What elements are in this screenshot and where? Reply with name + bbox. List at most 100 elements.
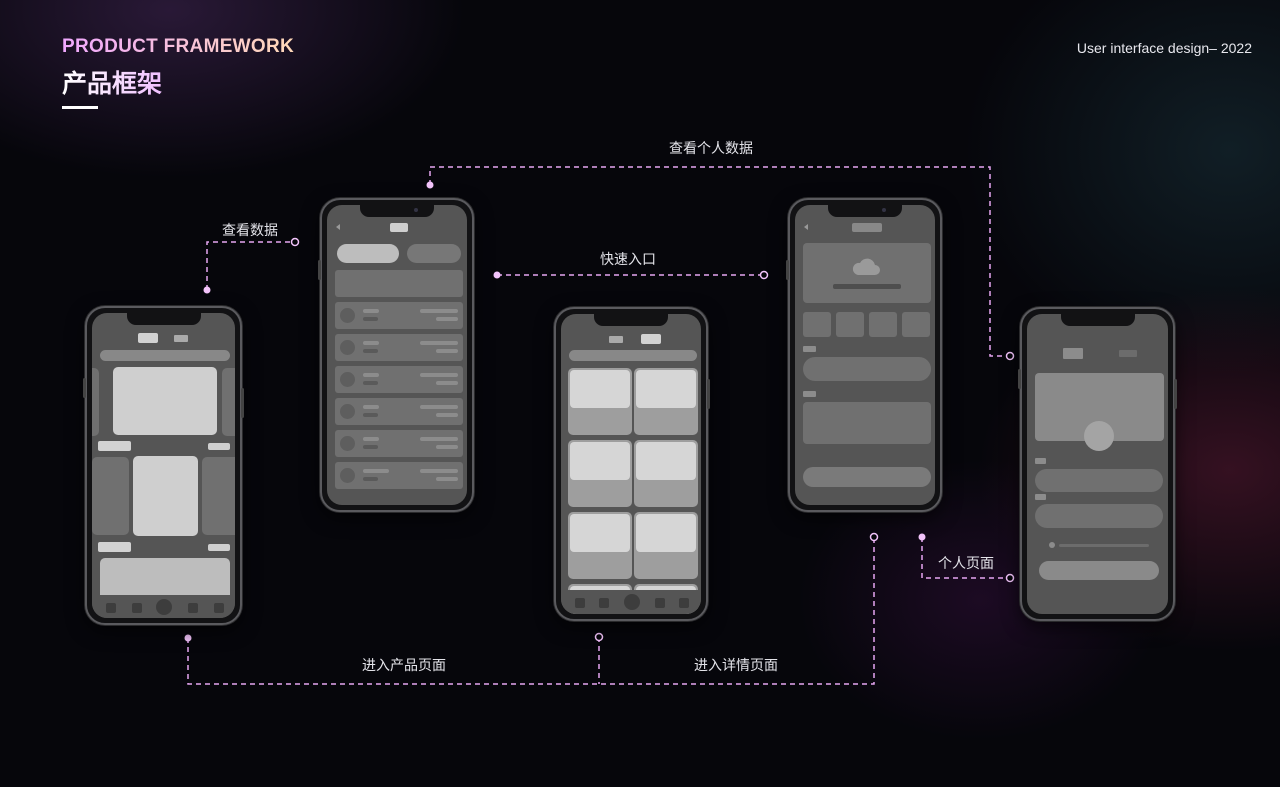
- tab-pill-active[interactable]: [138, 333, 158, 343]
- connector-node: [493, 271, 501, 279]
- carousel-side-card: [222, 368, 235, 436]
- label-enter-detail-page: 进入详情页面: [694, 658, 778, 674]
- carousel-main-card[interactable]: [113, 367, 217, 435]
- product-card[interactable]: [133, 456, 198, 536]
- list-item-avatar: [340, 436, 355, 451]
- label-enter-product-page: 进入产品页面: [362, 658, 446, 674]
- section-more[interactable]: [208, 443, 230, 450]
- back-arrow-icon[interactable]: [804, 224, 808, 230]
- tab-profile-icon[interactable]: [679, 598, 689, 608]
- info-bar[interactable]: [803, 357, 931, 381]
- list-item[interactable]: [335, 430, 463, 457]
- search-bar[interactable]: [569, 350, 697, 361]
- list-item-value: [420, 373, 458, 377]
- tab-cart-icon[interactable]: [655, 598, 665, 608]
- section-label: [98, 441, 131, 451]
- list-item[interactable]: [335, 366, 463, 393]
- list-item[interactable]: [335, 302, 463, 329]
- phone-notch: [594, 314, 668, 326]
- connector-node-open: [869, 532, 879, 542]
- grid-card[interactable]: [568, 512, 632, 579]
- nav-tab[interactable]: [1119, 350, 1137, 357]
- segment-inactive[interactable]: [407, 244, 461, 263]
- connector-node: [203, 286, 211, 294]
- connector-node-open: [1005, 351, 1015, 361]
- list-item-meta: [436, 381, 458, 385]
- list-item-meta: [436, 317, 458, 321]
- header-caption: User interface design– 2022: [1076, 40, 1252, 56]
- list-item-meta: [436, 349, 458, 353]
- connector-enter-product-page: [187, 537, 875, 685]
- hero-card: [803, 243, 931, 303]
- nav-title: [852, 223, 882, 232]
- nav-title: [390, 223, 408, 232]
- tab-pill-active[interactable]: [641, 334, 661, 344]
- phone-side-button: [1174, 379, 1177, 409]
- section-label: [1035, 494, 1046, 500]
- tab-category-icon[interactable]: [599, 598, 609, 608]
- phone-personal[interactable]: [1018, 307, 1177, 621]
- profile-field[interactable]: [1035, 504, 1163, 528]
- grid-card-image: [636, 514, 696, 552]
- connector-node: [184, 634, 192, 642]
- list-item-value: [420, 405, 458, 409]
- info-block: [803, 402, 931, 444]
- list-item-subtitle: [363, 413, 378, 417]
- avatar[interactable]: [1084, 421, 1114, 451]
- phone-side-button: [318, 260, 321, 280]
- tab-home-icon[interactable]: [575, 598, 585, 608]
- quick-entry-tile[interactable]: [869, 312, 897, 337]
- list-item-title: [363, 405, 379, 409]
- grid-card[interactable]: [634, 512, 698, 579]
- connector-node-open: [594, 632, 604, 642]
- search-bar[interactable]: [100, 350, 230, 361]
- grid-card-image: [570, 370, 630, 408]
- tab-home-icon[interactable]: [106, 603, 116, 613]
- segment-active[interactable]: [337, 244, 399, 263]
- list-item-meta: [436, 477, 458, 481]
- grid-card[interactable]: [634, 368, 698, 435]
- connector-node-open: [1005, 573, 1015, 583]
- carousel-side-card: [92, 368, 99, 436]
- tab-center-icon[interactable]: [156, 599, 172, 615]
- cloud-icon: [852, 258, 880, 275]
- connector-node: [426, 181, 434, 189]
- camera-icon: [414, 208, 418, 212]
- tab-profile-icon[interactable]: [214, 603, 224, 613]
- grid-card[interactable]: [568, 368, 632, 435]
- profile-field[interactable]: [1035, 469, 1163, 492]
- tab-category-icon[interactable]: [132, 603, 142, 613]
- tab-center-icon[interactable]: [624, 594, 640, 610]
- phone-home[interactable]: [83, 306, 244, 625]
- grid-card[interactable]: [568, 440, 632, 507]
- tab-cart-icon[interactable]: [188, 603, 198, 613]
- list-item[interactable]: [335, 462, 463, 489]
- action-button[interactable]: [1039, 561, 1159, 580]
- quick-entry-tile[interactable]: [803, 312, 831, 337]
- list-item-subtitle: [363, 317, 378, 321]
- tab-pill[interactable]: [174, 335, 188, 342]
- list-item[interactable]: [335, 398, 463, 425]
- product-side-card: [92, 457, 129, 535]
- tab-pill[interactable]: [609, 336, 623, 343]
- title-underline: [62, 106, 98, 109]
- phone-product-grid[interactable]: [554, 307, 710, 621]
- nav-tab-active[interactable]: [1063, 348, 1083, 359]
- action-button[interactable]: [803, 467, 931, 487]
- list-item[interactable]: [335, 334, 463, 361]
- hero-caption: [833, 284, 901, 289]
- phone-side-button: [1018, 369, 1021, 389]
- connector-node: [918, 533, 926, 541]
- section-more[interactable]: [208, 544, 230, 551]
- grid-card[interactable]: [634, 440, 698, 507]
- phone-detail[interactable]: [786, 198, 942, 512]
- connector-view-data: [206, 241, 295, 290]
- label-quick-entry: 快速入口: [600, 252, 656, 268]
- quick-entry-tile[interactable]: [836, 312, 864, 337]
- grid-card-image: [636, 370, 696, 408]
- radio-dot[interactable]: [1049, 542, 1055, 548]
- back-arrow-icon[interactable]: [336, 224, 340, 230]
- quick-entry-tile[interactable]: [902, 312, 930, 337]
- phone-data-list[interactable]: [318, 198, 474, 512]
